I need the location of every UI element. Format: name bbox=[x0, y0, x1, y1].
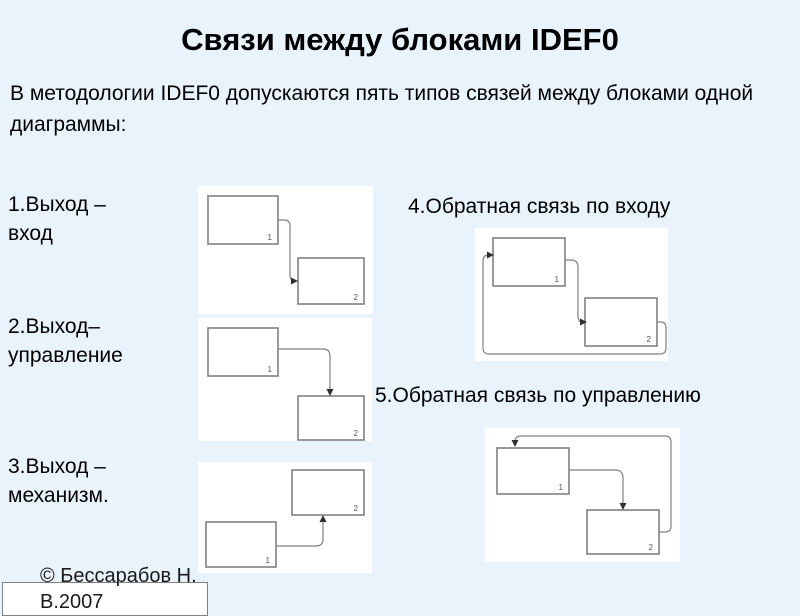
idef-block-2 bbox=[291, 469, 365, 516]
diagram-output-control: 1 2 bbox=[198, 318, 372, 441]
idef-block-1-number: 1 bbox=[559, 483, 564, 492]
item-label-output-input: 1.Выход – вход bbox=[8, 193, 106, 245]
idef-block-2 bbox=[297, 395, 365, 441]
diagram-output-mechanism: 2 1 bbox=[198, 462, 372, 573]
arrow-output-to-control bbox=[569, 469, 624, 505]
idef-block-2-number: 2 bbox=[649, 543, 654, 552]
arrow-output-to-control bbox=[278, 348, 331, 391]
diagram-output-input: 1 2 bbox=[198, 186, 373, 314]
arrow-head-input bbox=[291, 277, 298, 285]
idef-block-1 bbox=[207, 195, 279, 245]
diagram-control-feedback: 1 2 bbox=[485, 428, 680, 562]
arrow-feedback-to-input bbox=[482, 254, 667, 355]
arrow-feedback-to-control bbox=[514, 435, 672, 533]
idef-block-1 bbox=[496, 447, 570, 495]
arrow-head-feedback-control bbox=[511, 440, 519, 447]
arrow-output-to-mechanism bbox=[276, 520, 324, 547]
idef-block-1-number: 1 bbox=[268, 365, 273, 374]
arrow-head-feedback-input bbox=[487, 251, 494, 259]
arrow-head-mechanism bbox=[319, 515, 327, 522]
idef-block-1-number: 1 bbox=[266, 556, 271, 565]
idef-block-1 bbox=[205, 521, 277, 568]
intro-paragraph: В методологии IDEF0 допускаются пять тип… bbox=[10, 82, 754, 136]
idef-block-2-number: 2 bbox=[647, 335, 652, 344]
item-label-output-mechanism: 3.Выход – механизм. bbox=[8, 455, 109, 507]
idef-block-1-number: 1 bbox=[555, 275, 560, 284]
footer-credit: © Бессарабов Н. В.2007 bbox=[40, 565, 197, 613]
slide-canvas: Связи между блоками IDEF0 В методологии … bbox=[2, 22, 754, 616]
idef-block-2-number: 2 bbox=[354, 429, 359, 438]
arrow-output-to-input bbox=[278, 219, 297, 282]
idef-block-2-number: 2 bbox=[354, 293, 359, 302]
page-title: Связи между блоками IDEF0 bbox=[181, 22, 619, 57]
arrow-output-to-input bbox=[565, 259, 583, 323]
idef-block-1 bbox=[207, 327, 279, 377]
item-label-control-feedback: 5.Обратная связь по управлению bbox=[375, 384, 701, 407]
arrow-head-control bbox=[326, 389, 334, 396]
arrow-head-control bbox=[619, 503, 627, 510]
idef-block-1-number: 1 bbox=[268, 233, 273, 242]
idef-block-2 bbox=[297, 257, 365, 305]
arrow-head-input bbox=[580, 318, 587, 326]
diagram-input-feedback: 1 2 bbox=[475, 228, 668, 361]
item-label-output-control: 2.Выход– управление bbox=[8, 315, 123, 367]
idef-block-2-number: 2 bbox=[354, 504, 359, 513]
idef-block-1 bbox=[492, 237, 566, 287]
item-label-input-feedback: 4.Обратная связь по входу bbox=[408, 195, 671, 218]
